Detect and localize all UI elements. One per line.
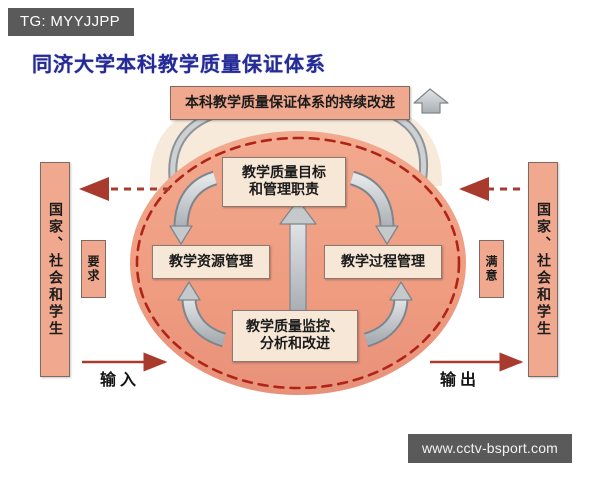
node-quality-goal-line2: 和管理职责 xyxy=(249,182,319,198)
tag-requirement[interactable]: 要求 xyxy=(81,240,106,298)
tag-satisfaction-label: 满意 xyxy=(484,255,498,283)
watermark-badge: www.cctv-bsport.com xyxy=(408,434,573,463)
node-quality-monitoring[interactable]: 教学质量监控、 分析和改进 xyxy=(232,310,358,362)
tag-satisfaction[interactable]: 满意 xyxy=(479,240,504,298)
node-quality-goal-label: 教学质量目标 和管理职责 xyxy=(242,165,326,198)
arrow-goal-to-process xyxy=(349,170,399,245)
pillar-stakeholders-right-label: 国家、社会和学生 xyxy=(535,201,551,338)
node-continuous-improvement[interactable]: 本科教学质量保证体系的持续改进 xyxy=(170,86,410,120)
node-quality-monitoring-label: 教学质量监控、 分析和改进 xyxy=(246,319,344,352)
node-quality-monitoring-line1: 教学质量监控、 xyxy=(246,319,344,336)
arrow-monitor-to-resource xyxy=(177,281,227,348)
pillar-stakeholders-left[interactable]: 国家、社会和学生 xyxy=(40,162,70,377)
tg-badge: TG: MYYJJPP xyxy=(8,8,134,36)
node-quality-monitoring-line2: 分析和改进 xyxy=(260,336,330,352)
page-title: 同济大学本科教学质量保证体系 xyxy=(32,52,326,76)
node-continuous-improvement-label: 本科教学质量保证体系的持续改进 xyxy=(185,94,395,111)
label-output: 输出 xyxy=(440,370,481,389)
pillar-stakeholders-left-label: 国家、社会和学生 xyxy=(47,201,63,338)
node-process-management-label: 教学过程管理 xyxy=(341,253,425,270)
node-resource-management-label: 教学资源管理 xyxy=(169,253,253,270)
node-resource-management[interactable]: 教学资源管理 xyxy=(152,245,270,279)
system-ellipse-dashed-border xyxy=(135,136,461,390)
node-process-management[interactable]: 教学过程管理 xyxy=(324,245,442,279)
arrow-monitor-to-goal xyxy=(279,199,317,313)
pillar-stakeholders-right[interactable]: 国家、社会和学生 xyxy=(528,162,558,377)
arrow-process-to-monitor xyxy=(363,281,413,348)
tag-requirement-label: 要求 xyxy=(86,255,100,283)
arrow-goal-to-resource xyxy=(169,170,218,245)
label-input: 输入 xyxy=(100,370,141,389)
node-quality-goal-line1: 教学质量目标 xyxy=(242,165,326,182)
node-quality-goal[interactable]: 教学质量目标 和管理职责 xyxy=(222,157,346,207)
